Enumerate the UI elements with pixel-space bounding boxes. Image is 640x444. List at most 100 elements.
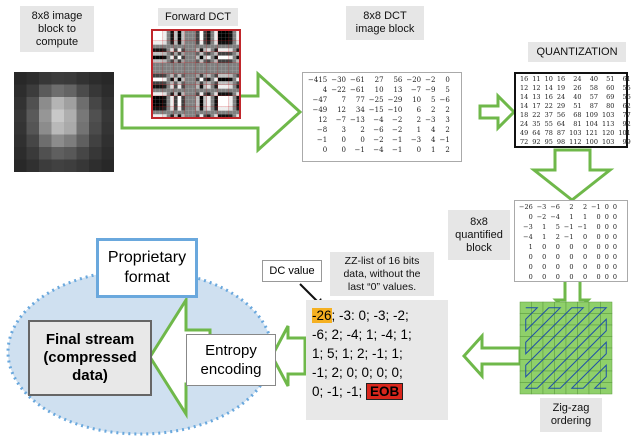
dct-basis-subpixel [155,85,160,89]
dct-basis-subpixel [163,63,167,67]
dct-basis-subpixel [218,37,222,41]
quantified-cell: −1 [563,233,574,241]
dct-basis-subpixel [159,70,163,74]
dct-basis-subpixel [185,81,189,85]
dct-cell: −2 [392,116,403,124]
dct-basis-subpixel [196,33,200,38]
quant-cell: 64 [532,129,541,137]
dct-basis-subpixel [177,30,182,34]
dct-basis-subpixel [207,103,211,107]
quantified-cell: −4 [550,213,560,221]
quant-cell: 64 [556,120,566,128]
dct-basis-subpixel [221,110,226,115]
dct-cell: −1 [439,136,450,144]
dct-cell: −2 [392,126,403,134]
image-block-pixel [89,147,102,160]
zz-list-line: -26; -3: 0; -3; -2; [312,306,442,325]
dct-basis-subpixel [177,55,182,60]
quant-cell: 103 [601,138,615,146]
dct-basis-subpixel [210,52,215,56]
dct-basis-subpixel [207,77,211,82]
dct-cell: −15 [368,106,384,114]
quant-cell: 14 [520,102,529,110]
dct-basis-subpixel [229,114,233,118]
quantified-cell: 0 [582,273,588,281]
dct-basis-subpixel [181,52,185,56]
dct-basis-subpixel [196,99,200,104]
dct-basis-subpixel [232,107,237,111]
quantified-cell: 1 [582,213,588,221]
dct-basis-subpixel [155,44,160,49]
zz-list-text: 0; -1; -1; [312,384,367,399]
dct-basis-subpixel [221,66,226,71]
dct-cell: 0 [341,146,347,154]
image-block-pixel [26,147,39,160]
quant-cell: 87 [556,129,566,137]
dct-basis-subpixel [163,96,167,100]
dct-basis-subpixel [207,37,211,41]
quantified-cell: −26 [519,203,533,211]
dct-basis-subpixel [232,77,237,82]
dct-basis-subpixel [218,88,222,93]
dct-cell: 0 [416,146,422,154]
image-block-pixel [64,159,77,172]
dct-basis-subpixel [203,44,207,49]
dct-basis-subpixel [207,66,211,71]
dct-basis-subpixel [185,88,189,93]
dct-basis-subpixel [225,59,229,63]
dct-basis-subpixel [166,63,171,67]
dct-basis-subpixel [229,74,233,78]
dct-cell: −22 [331,86,347,94]
dct-basis-subpixel [210,59,215,63]
dct-basis-subpixel [155,70,160,74]
dct-basis-subpixel [177,33,182,38]
dct-basis-subpixel [225,96,229,100]
dct-basis-subpixel [232,110,237,115]
dct-basis-subpixel [174,99,178,104]
dct-cell: 2 [360,126,365,134]
quantified-cell: −3 [523,223,533,231]
dct-basis-subpixel [188,63,193,67]
dct-basis-subpixel [170,96,174,100]
quantified-cell: 1 [542,223,547,231]
dct-basis-subpixel [196,81,200,85]
dct-basis-subpixel [177,44,182,49]
dct-basis-subpixel [232,96,237,100]
dct-basis-subpixel [225,55,229,60]
dct-basis-subpixel [188,30,193,34]
dct-basis-subpixel [232,66,237,71]
dct-basis-subpixel [192,70,196,74]
image-block-pixel [101,134,114,147]
dct-basis-subpixel [210,44,215,49]
dct-basis-subpixel [188,55,193,60]
dct-basis-subpixel [214,70,218,74]
dct-basis-subpixel [225,41,229,45]
dct-basis-subpixel [155,88,160,93]
dct-basis-subpixel [177,99,182,104]
image-block-pixel [51,97,64,110]
dct-basis-subpixel [221,114,226,118]
dct-basis-subpixel [229,59,233,63]
dct-basis-subpixel [207,107,211,111]
dct-basis-subpixel [221,70,226,74]
dct-basis-subpixel [236,99,240,104]
dct-basis-subpixel [203,48,207,52]
dct-basis-subpixel [225,103,229,107]
dct-basis-subpixel [185,63,189,67]
quantified-cell: 0 [555,243,560,251]
image-block-pixel [14,159,27,172]
dc-value-highlight: -26 [312,308,332,323]
dct-basis-subpixel [196,96,200,100]
dct-basis-subpixel [232,92,237,96]
dct-basis-subpixel [229,41,233,45]
dct-basis-subpixel [192,85,196,89]
dct-cell: 3 [445,116,450,124]
dct-basis-subpixel [152,55,156,60]
dct-basis-subpixel [155,55,160,60]
dct-basis-subpixel [174,88,178,93]
quantified-cell: 0 [612,263,617,271]
quantified-cell: 0 [596,213,601,221]
dct-basis-subpixel [159,92,163,96]
